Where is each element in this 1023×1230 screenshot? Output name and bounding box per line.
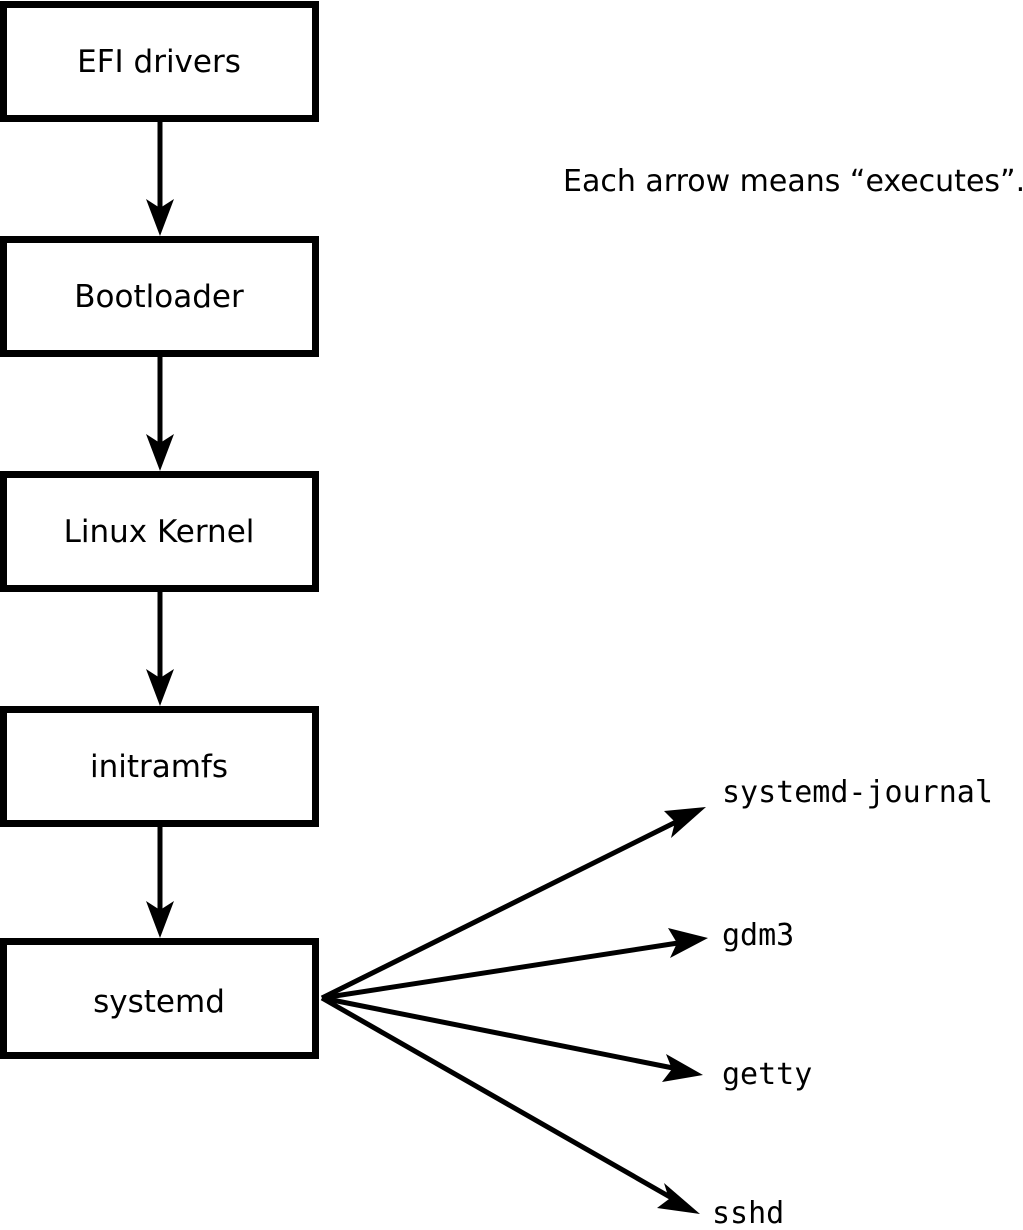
node-initramfs[interactable]: initramfs	[0, 706, 319, 827]
legend-caption: Each arrow means “executes”.	[563, 164, 1023, 199]
node-linux-kernel[interactable]: Linux Kernel	[0, 471, 319, 592]
arrowhead-icon	[146, 669, 174, 706]
edge-systemd-to-getty	[321, 995, 703, 1082]
node-bootloader[interactable]: Bootloader	[0, 236, 319, 357]
leaf-label-getty[interactable]: getty	[722, 1057, 812, 1092]
arrowhead-icon	[668, 928, 708, 958]
node-systemd[interactable]: systemd	[0, 938, 319, 1059]
edge-systemd-to-systemd-journal	[320, 807, 706, 1001]
node-efi-drivers[interactable]: EFI drivers	[0, 1, 319, 122]
node-box-systemd	[0, 938, 319, 1059]
arrowhead-icon	[146, 199, 174, 236]
arrowhead-icon	[662, 1054, 703, 1082]
leaf-label-sshd[interactable]: sshd	[712, 1196, 784, 1230]
arrowhead-icon	[146, 901, 174, 938]
node-box-initramfs	[0, 706, 319, 827]
edge-efi-drivers-to-bootloader	[146, 118, 174, 236]
arrowhead-icon	[146, 434, 174, 471]
leaf-label-gdm3[interactable]: gdm3	[722, 918, 794, 953]
arrowhead-icon	[664, 807, 706, 838]
edge-systemd-to-gdm3	[321, 928, 708, 1001]
node-label-efi-drivers: EFI drivers	[77, 44, 241, 80]
node-label-bootloader: Bootloader	[74, 279, 244, 315]
node-label-linux-kernel: Linux Kernel	[64, 514, 255, 550]
edge-systemd-to-sshd	[320, 995, 700, 1214]
leaf-label-systemd-journal[interactable]: systemd-journal	[722, 775, 993, 810]
arrowhead-icon	[657, 1183, 700, 1214]
node-label-systemd: systemd	[93, 984, 225, 1020]
edge-linux-kernel-to-initramfs	[146, 588, 174, 706]
edge-bootloader-to-linux-kernel	[146, 353, 174, 471]
node-label-initramfs: initramfs	[90, 749, 228, 785]
edge-initramfs-to-systemd	[146, 823, 174, 938]
